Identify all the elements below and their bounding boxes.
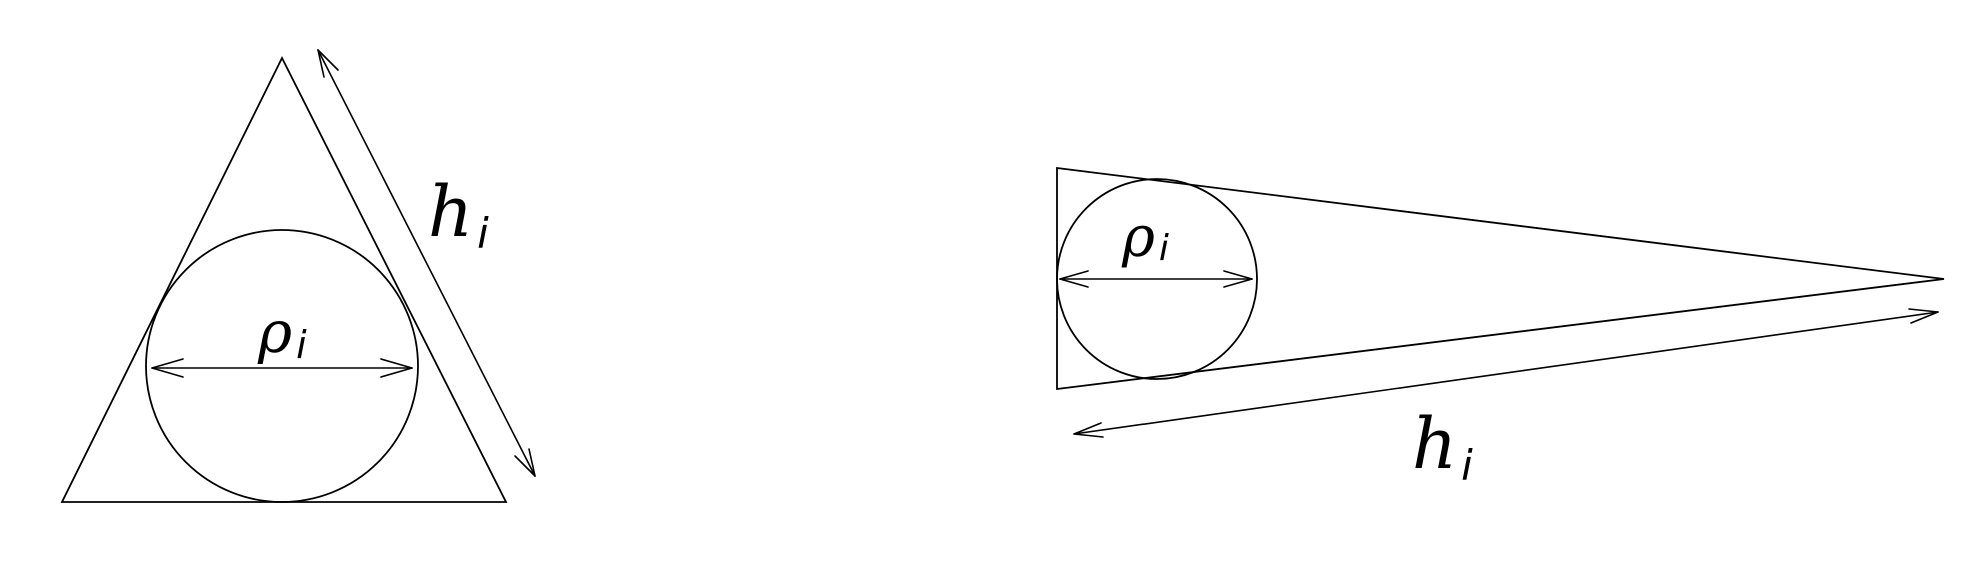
left-h-arrow <box>317 49 536 477</box>
right-rho-arrow <box>1059 270 1253 288</box>
right-h-label: hi <box>1412 403 1473 490</box>
right-rho-subscript: i <box>1159 228 1169 269</box>
right-h-arrow <box>1073 308 1939 438</box>
left-rho-subscript: i <box>296 323 307 367</box>
right-h-subscript: i <box>1461 441 1473 490</box>
left-incircle <box>145 229 419 503</box>
right-rho-symbol: ρ <box>1121 205 1155 270</box>
right-incircle <box>1056 178 1258 380</box>
left-h-subscript: i <box>477 209 489 258</box>
left-h-symbol: h <box>428 171 473 253</box>
left-triangle <box>60 55 508 503</box>
left-rho-symbol: ρ <box>257 298 292 366</box>
right-h-symbol: h <box>1412 403 1457 485</box>
left-h-label: hi <box>428 171 489 258</box>
left-rho-arrow <box>151 358 413 378</box>
